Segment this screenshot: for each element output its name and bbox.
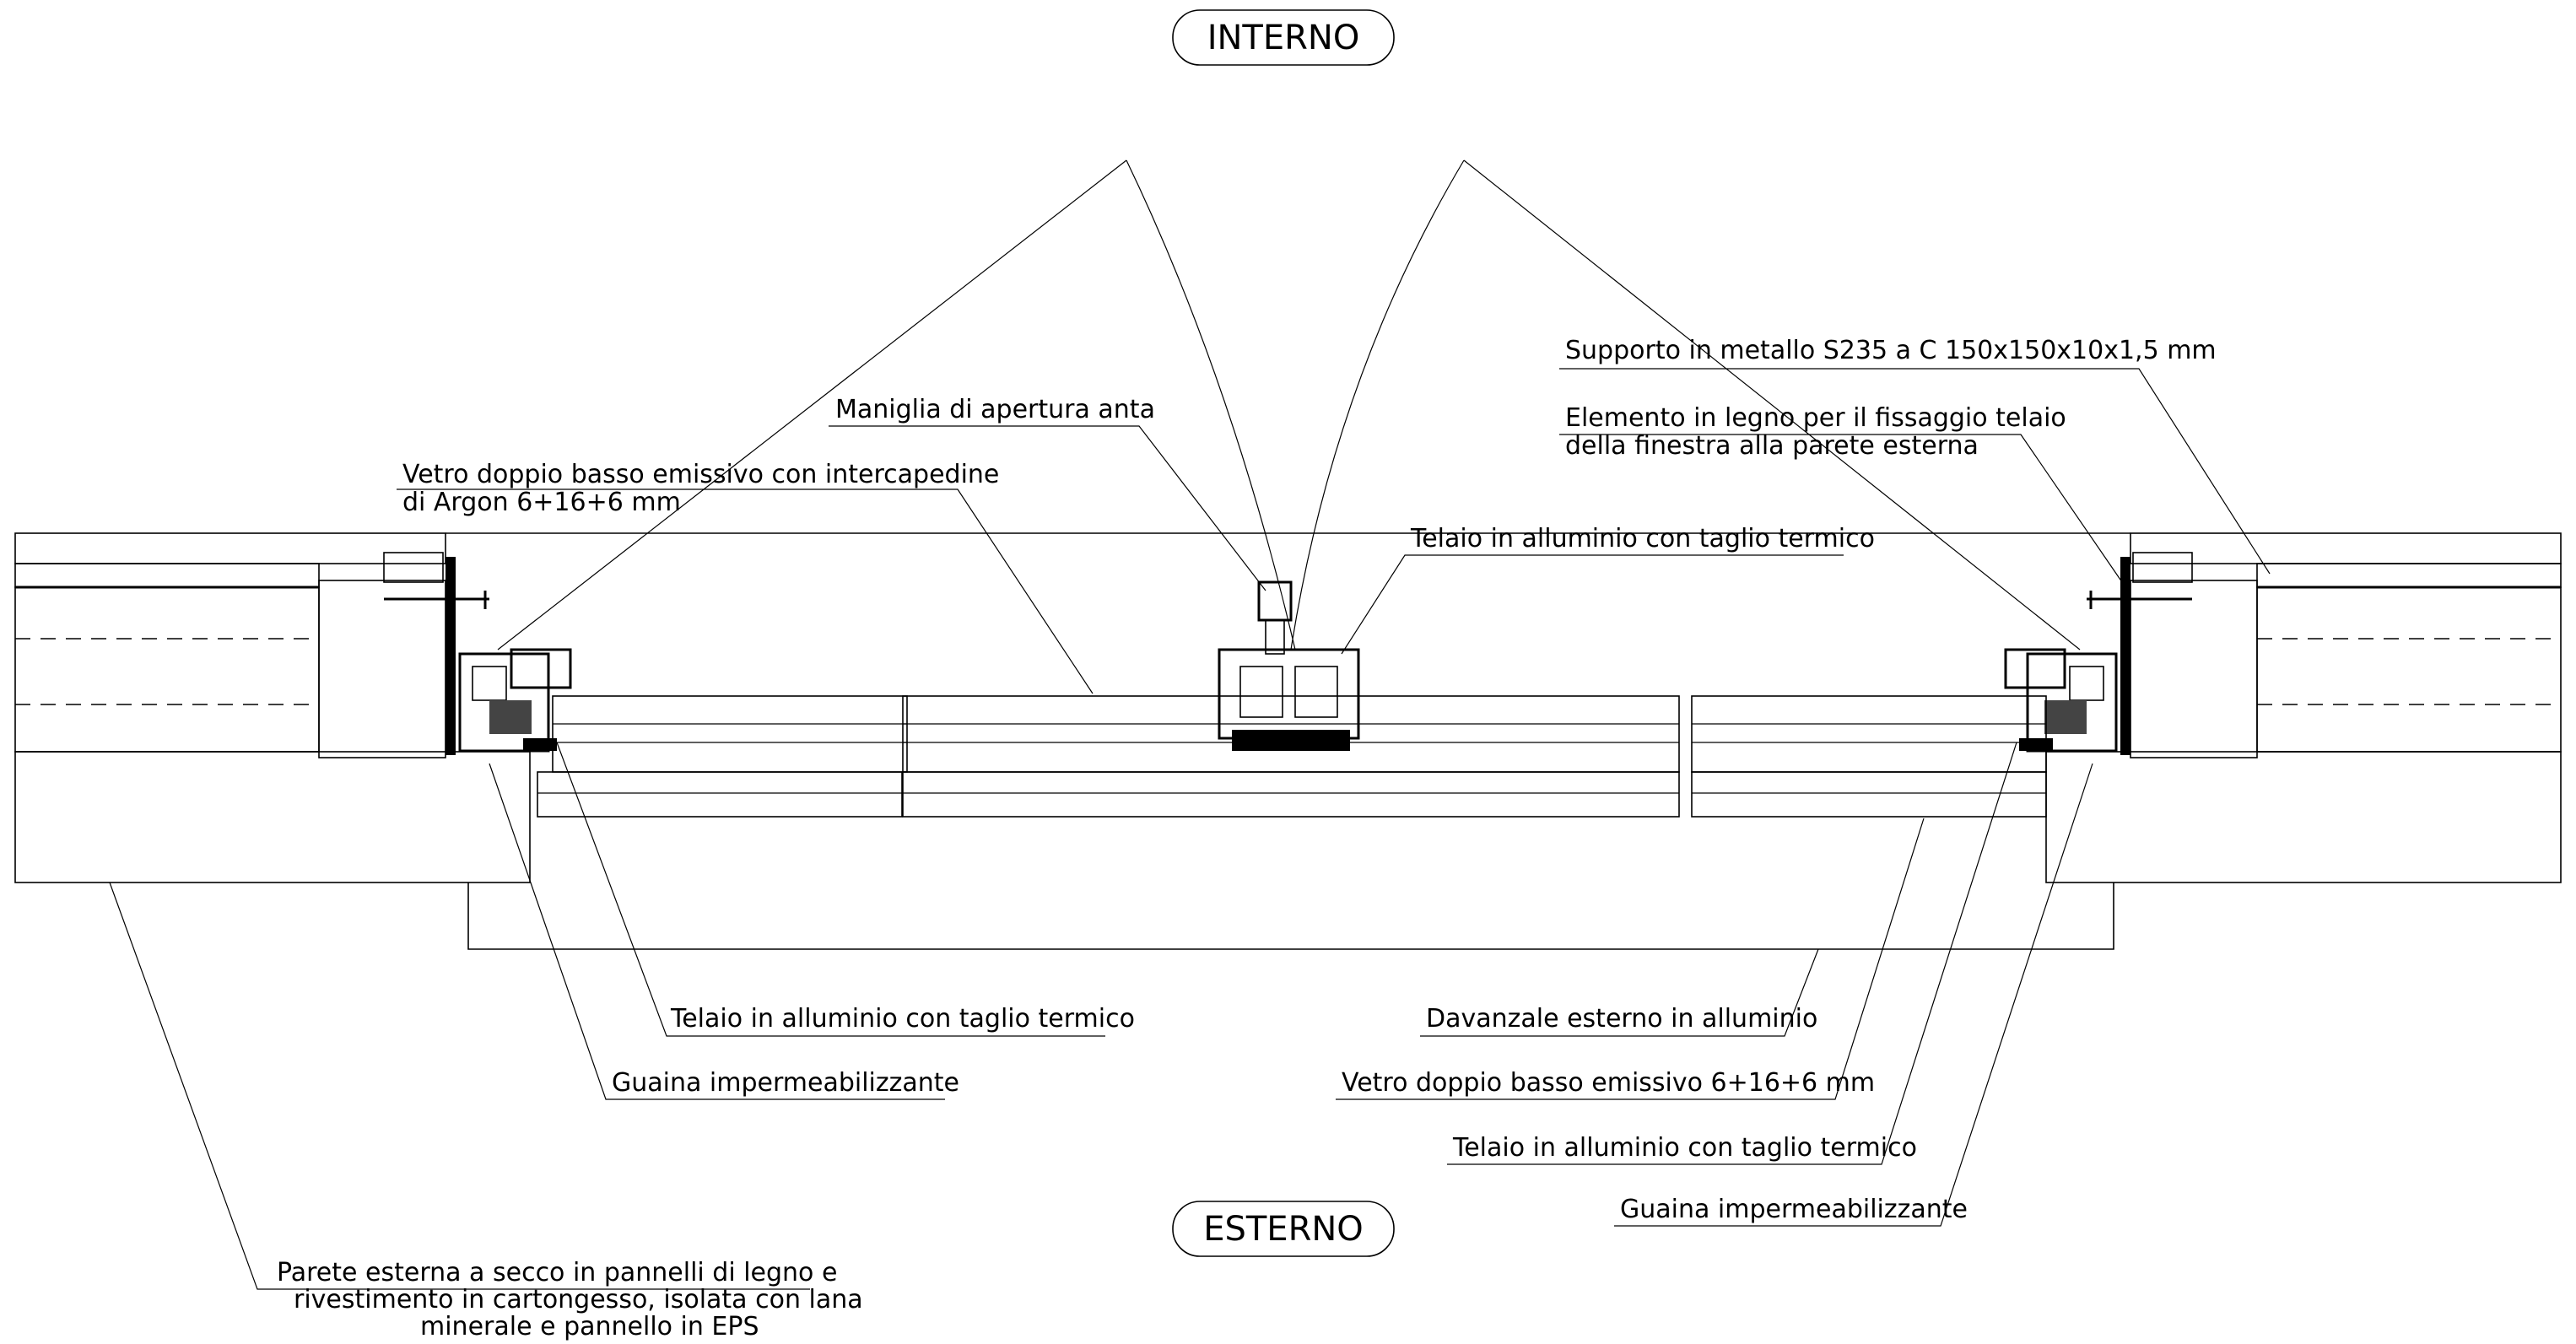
svg-text:rivestimento in cartongesso, i: rivestimento in cartongesso, isolata con… [294, 1285, 863, 1314]
center-mullion [1218, 580, 1360, 751]
label-vetro-doppio: Vetro doppio basso emissivo 6+16+6 mm [1336, 818, 1925, 1100]
label-parete: Parete esterna a secco in pannelli di le… [109, 882, 863, 1341]
svg-text:Vetro doppio basso emissivo co: Vetro doppio basso emissivo con intercap… [402, 460, 999, 489]
label-maniglia: Maniglia di apertura anta [829, 395, 1266, 591]
sill-outline [467, 883, 2114, 950]
label-vetro-argon: Vetro doppio basso emissivo con intercap… [397, 460, 1094, 694]
svg-text:Guaina impermeabilizzante: Guaina impermeabilizzante [1620, 1195, 1968, 1224]
left-frame [458, 648, 572, 753]
svg-text:della finestra alla parete est: della finestra alla parete esterna [1565, 431, 1979, 461]
svg-text:Davanzale esterno in alluminio: Davanzale esterno in alluminio [1426, 1004, 1817, 1034]
svg-text:Supporto in metallo S235 a C 1: Supporto in metallo S235 a C 150x150x10x… [1565, 336, 2217, 365]
interno-tag: INTERNO [1172, 9, 1395, 66]
left-wall [14, 532, 531, 883]
label-telaio-right: Telaio in alluminio con taglio termico [1447, 742, 2017, 1165]
label-elemento-legno: Elemento in legno per il fissaggio telai… [1559, 403, 2123, 583]
label-telaio-left: Telaio in alluminio con taglio termico [556, 742, 1135, 1037]
right-frame [2004, 648, 2118, 753]
label-guaina-left: Guaina impermeabilizzante [489, 763, 959, 1100]
glass-panes [537, 695, 2047, 818]
svg-text:Elemento in legno per il fissa: Elemento in legno per il fissaggio telai… [1565, 403, 2066, 433]
svg-text:Telaio in alluminio con taglio: Telaio in alluminio con taglio termico [1452, 1133, 1917, 1163]
svg-text:Maniglia di apertura anta: Maniglia di apertura anta [835, 395, 1155, 424]
svg-text:Vetro doppio basso emissivo 6+: Vetro doppio basso emissivo 6+16+6 mm [1342, 1068, 1875, 1098]
label-supporto: Supporto in metallo S235 a C 150x150x10x… [1559, 336, 2271, 575]
svg-text:Telaio in alluminio con taglio: Telaio in alluminio con taglio termico [1410, 524, 1875, 553]
svg-text:INTERNO: INTERNO [1207, 19, 1360, 57]
svg-text:di Argon 6+16+6 mm: di Argon 6+16+6 mm [402, 488, 681, 517]
svg-text:minerale e pannello in EPS: minerale e pannello in EPS [420, 1312, 759, 1341]
label-telaio-top: Telaio in alluminio con taglio termico [1341, 524, 1875, 655]
label-guaina-right: Guaina impermeabilizzante [1614, 763, 2093, 1227]
label-davanzale: Davanzale esterno in alluminio [1420, 948, 1819, 1037]
svg-text:ESTERNO: ESTERNO [1203, 1210, 1364, 1249]
door-swing-arcs [497, 159, 2081, 650]
esterno-tag: ESTERNO [1172, 1201, 1395, 1257]
right-wall [2045, 532, 2562, 883]
svg-text:Telaio in alluminio con taglio: Telaio in alluminio con taglio termico [670, 1004, 1135, 1034]
svg-text:Parete esterna a secco in pann: Parete esterna a secco in pannelli di le… [277, 1258, 837, 1287]
svg-text:Guaina impermeabilizzante: Guaina impermeabilizzante [612, 1068, 959, 1098]
